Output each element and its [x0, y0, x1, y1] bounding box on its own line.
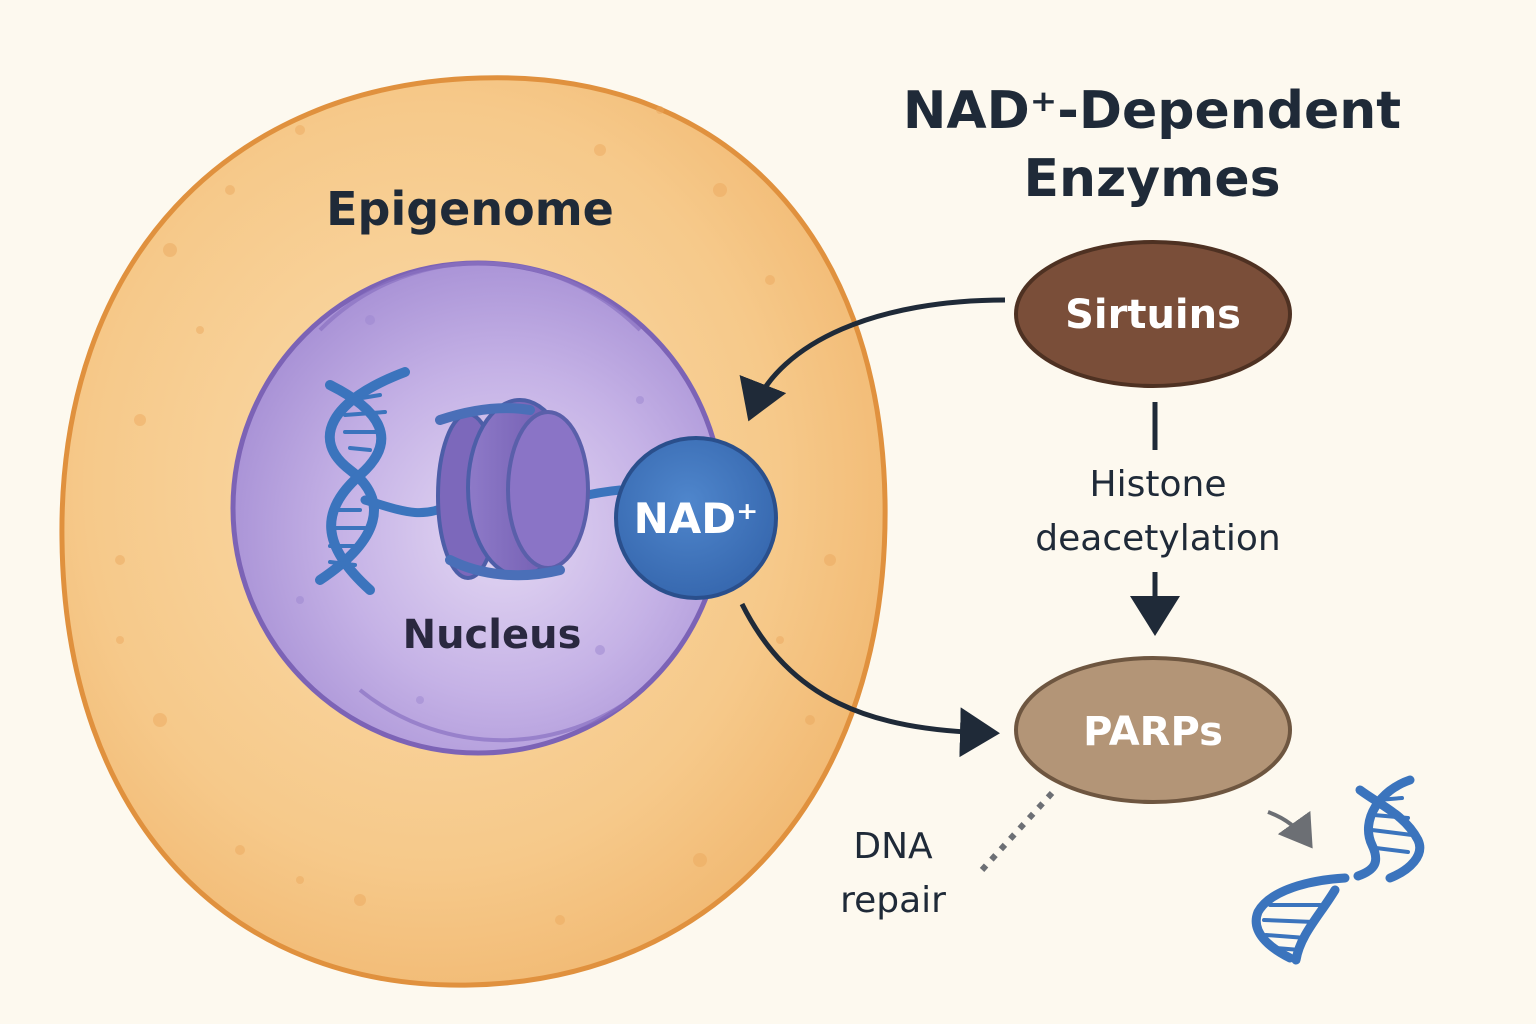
nad-node: NAD⁺ — [614, 436, 778, 600]
histone-nucleosome-icon — [435, 398, 590, 581]
title: NAD⁺-Dependent Enzymes — [903, 81, 1401, 209]
nad-to-parps-arrow — [739, 602, 1000, 758]
histone-line-1: Histone — [1090, 464, 1227, 505]
histone-line-2: deacetylation — [1035, 518, 1280, 559]
cell-label: Epigenome — [326, 182, 614, 236]
sirtuins-to-nad-arrow — [739, 297, 1006, 422]
repair-pointer-arrow — [1267, 810, 1313, 849]
title-line-2: Enzymes — [1023, 149, 1280, 209]
dna-repair-line-2: repair — [840, 880, 946, 921]
nucleus-inner-rim-bottom — [358, 688, 632, 743]
parps-label: PARPs — [1083, 709, 1223, 755]
nucleus-texture — [296, 315, 644, 704]
dna-repair-line-1: DNA — [853, 826, 933, 867]
broken-dna-icon — [1251, 775, 1425, 965]
nucleus-inner-rim-top — [318, 261, 642, 332]
cell-texture — [115, 106, 836, 925]
sirtuins-node: Sirtuins — [1014, 240, 1292, 388]
dna-repair-dotted-line — [979, 790, 1055, 873]
nad-label: NAD⁺ — [634, 494, 759, 543]
dna-helix-icon — [315, 367, 410, 595]
nucleus-label: Nucleus — [403, 612, 582, 658]
parps-node: PARPs — [1014, 656, 1292, 804]
title-line-1: NAD⁺-Dependent — [903, 81, 1401, 141]
sirtuins-label: Sirtuins — [1065, 292, 1241, 338]
